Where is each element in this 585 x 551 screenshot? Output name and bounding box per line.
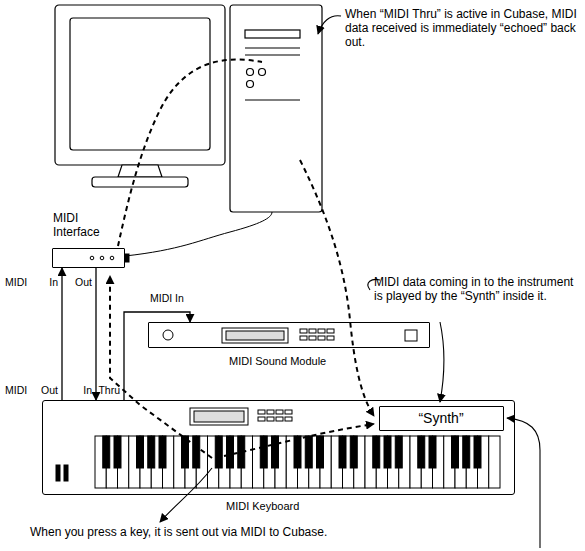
black-key	[429, 436, 436, 468]
module-button	[300, 336, 307, 340]
black-key	[227, 436, 234, 468]
port-name: Thru	[98, 384, 120, 396]
callout-note: MIDI data coming in to the instrument is…	[374, 276, 579, 304]
port-name: In	[83, 384, 92, 396]
black-key	[159, 436, 166, 468]
port-group: MIDI	[5, 276, 27, 288]
keyboard-button	[267, 410, 274, 414]
synth-label: “Synth”	[380, 410, 502, 426]
midi-cable	[124, 312, 190, 400]
midi-cable	[61, 268, 62, 400]
sound-module: MIDI Sound Module	[148, 322, 430, 348]
black-key	[384, 436, 391, 468]
interface-details	[90, 254, 129, 262]
black-key	[137, 436, 144, 468]
black-key	[260, 436, 267, 468]
keyboard-button	[258, 410, 265, 414]
black-key	[418, 436, 425, 468]
computer-monitor	[55, 5, 225, 187]
keyboard-button	[267, 417, 274, 421]
midi-data-flow	[110, 59, 374, 458]
black-key	[452, 436, 459, 468]
black-key	[305, 436, 312, 468]
midi-interface: MIDI Interface	[52, 248, 125, 268]
black-key	[294, 436, 301, 468]
module-button	[309, 336, 316, 340]
black-key	[103, 436, 110, 468]
black-key	[114, 436, 121, 468]
black-key	[474, 436, 481, 468]
callout-note: When “MIDI Thru” is active in Cubase, MI…	[345, 8, 577, 49]
black-key	[339, 436, 346, 468]
usb-cable	[125, 212, 272, 256]
port-name: MIDI In	[150, 292, 184, 304]
white-key	[489, 436, 500, 488]
port-name: Out	[41, 384, 58, 396]
device-name: MIDI Interface	[53, 212, 115, 240]
black-key	[193, 436, 200, 468]
black-key	[317, 436, 324, 468]
device-name: MIDI Keyboard	[226, 500, 299, 513]
callout-note: When you press a key, it is sent out via…	[30, 526, 500, 540]
black-key	[215, 436, 222, 468]
module-details	[163, 328, 417, 343]
module-button	[318, 329, 325, 333]
synth-box: “Synth”	[379, 406, 504, 431]
module-button	[327, 336, 334, 340]
black-key	[373, 436, 380, 468]
port-group: MIDI	[5, 384, 27, 396]
keyboard-button	[285, 410, 292, 414]
computer-tower	[230, 5, 322, 212]
midi-cable	[95, 268, 96, 400]
keyboard-button	[276, 410, 283, 414]
keyboard-button	[276, 417, 283, 421]
black-key	[395, 436, 402, 468]
port-name: Out	[75, 276, 92, 288]
black-key	[350, 436, 357, 468]
black-key	[463, 436, 470, 468]
module-button	[300, 329, 307, 333]
midi-keyboard: MIDI Keyboard“Synth”	[42, 400, 515, 495]
module-button	[327, 329, 334, 333]
device-name: MIDI Sound Module	[229, 355, 326, 368]
black-key	[272, 436, 279, 468]
keyboard-button	[285, 417, 292, 421]
black-key	[148, 436, 155, 468]
module-button	[309, 329, 316, 333]
module-button	[318, 336, 325, 340]
keyboard-button	[258, 417, 265, 421]
port-name: In	[49, 276, 58, 288]
